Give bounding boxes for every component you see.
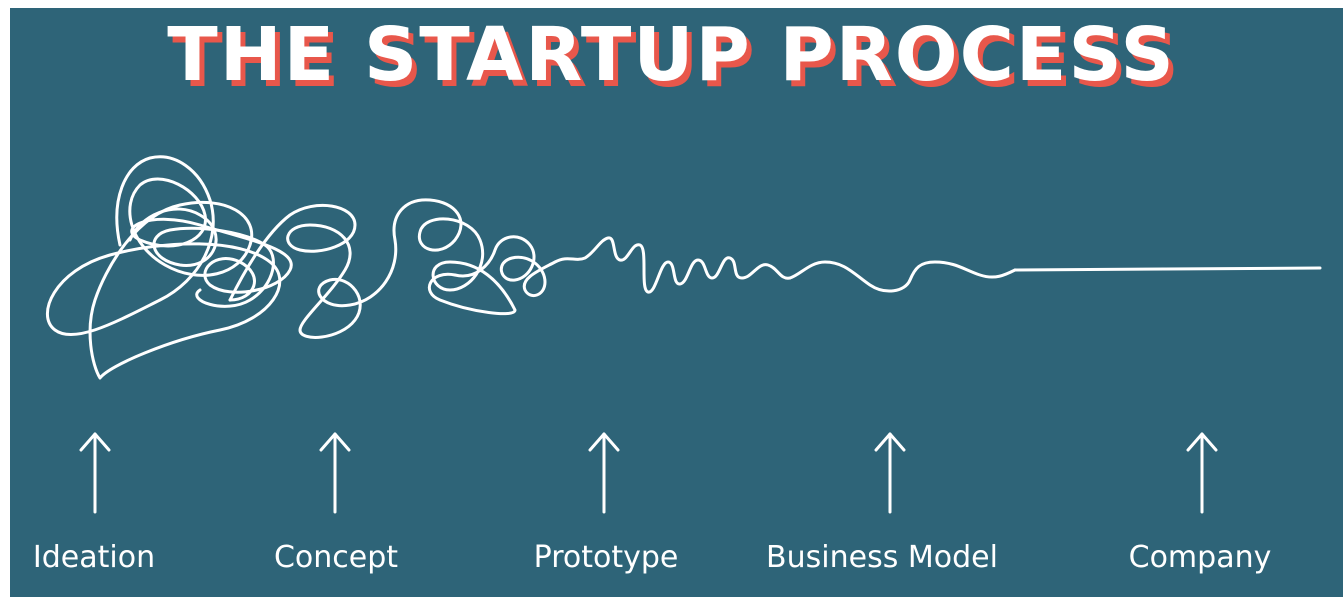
up-arrow-icon — [79, 432, 111, 514]
up-arrow-icon — [1186, 432, 1218, 514]
up-arrow-icon — [588, 432, 620, 514]
background-panel — [10, 8, 1343, 597]
stage-label-business-model: Business Model — [766, 540, 998, 575]
scribble-business-model — [788, 260, 1017, 293]
scribble-concept — [228, 198, 517, 339]
stage-label-concept: Concept — [273, 540, 399, 575]
scribble-prototype — [453, 235, 792, 298]
scribble-company — [1013, 266, 1322, 272]
stage-label-prototype: Prototype — [533, 540, 679, 575]
scribble-ideation — [45, 155, 293, 380]
stage-label-ideation: Ideation — [32, 540, 156, 575]
stage-label-company: Company — [1128, 540, 1272, 575]
title-shadow: THE STARTUP PROCESS — [172, 18, 1181, 104]
title-block: THE STARTUP PROCESS THE STARTUP PROCESS — [0, 12, 1343, 112]
up-arrow-icon — [319, 432, 351, 514]
scribble-ideation-loop — [128, 207, 275, 308]
diagram-title: THE STARTUP PROCESS — [167, 12, 1176, 98]
up-arrow-icon — [874, 432, 906, 514]
